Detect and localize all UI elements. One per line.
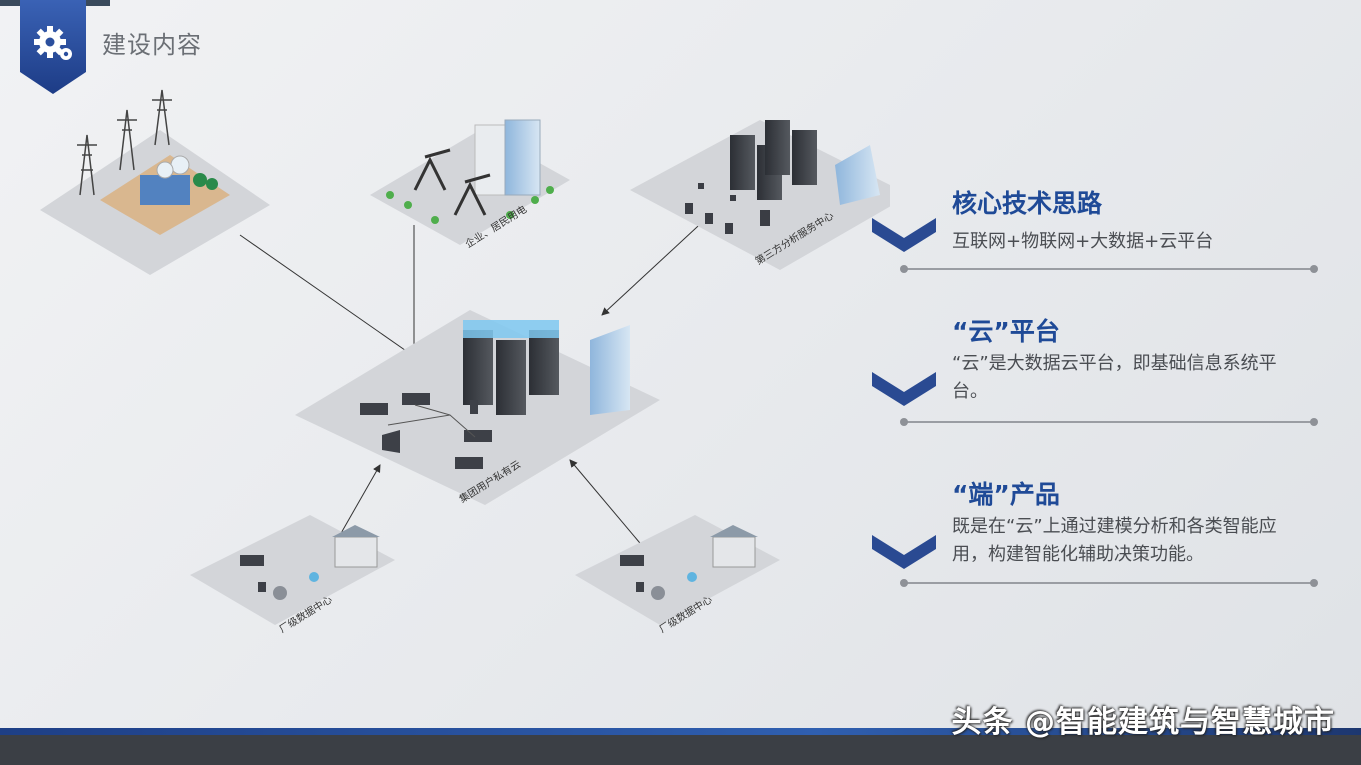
watermark: 头条 @智能建筑与智慧城市 bbox=[951, 705, 1335, 740]
key-points-panel: 核心技术思路 互联网+物联网+大数据+云平台 “云”平台 “云”是大数据云平台，… bbox=[870, 180, 1320, 620]
factory-left-node: 厂级数据中心 bbox=[190, 515, 395, 636]
chevron-down-icon bbox=[872, 535, 936, 569]
chevron-down-icon bbox=[872, 218, 936, 252]
architecture-diagram: 企业、居民用电 第三方分析服务中心 bbox=[30, 85, 910, 645]
factory-right-node: 厂级数据中心 bbox=[575, 515, 780, 636]
footer-accent-line bbox=[0, 728, 1361, 735]
divider bbox=[900, 579, 1318, 587]
divider bbox=[900, 265, 1318, 273]
diagram-arrows bbox=[239, 214, 711, 556]
point-title: 核心技术思路 bbox=[952, 189, 1103, 218]
section-title: 建设内容 bbox=[102, 31, 202, 59]
point-title: “云”平台 bbox=[952, 317, 1060, 346]
third-party-node: 第三方分析服务中心 bbox=[630, 120, 910, 270]
section-badge bbox=[20, 0, 86, 94]
point-desc: “云”是大数据云平台，即基础信息系统平台。 bbox=[952, 353, 1277, 402]
point-desc: 互联网+物联网+大数据+云平台 bbox=[952, 231, 1214, 252]
gear-icon bbox=[34, 26, 72, 60]
enterprise-node: 企业、居民用电 bbox=[370, 119, 570, 251]
power-station-node bbox=[40, 89, 270, 275]
point-title: “端”产品 bbox=[952, 480, 1060, 509]
footer-bar bbox=[0, 735, 1361, 765]
chevron-down-icon bbox=[872, 372, 936, 406]
point-desc: 既是在“云”上通过建模分析和各类智能应用，构建智能化辅助决策功能。 bbox=[952, 516, 1277, 565]
divider bbox=[900, 418, 1318, 426]
private-cloud-node: 集团用户私有云 bbox=[295, 310, 660, 506]
